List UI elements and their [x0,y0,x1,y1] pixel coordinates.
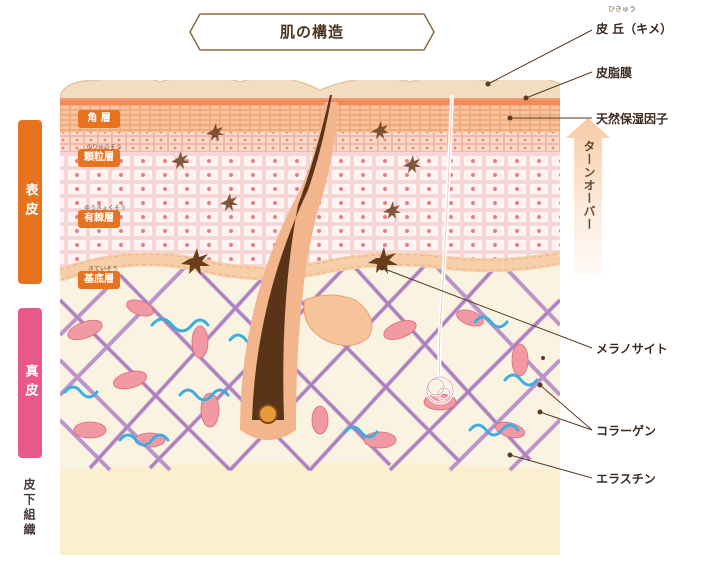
collagen-label: コラーゲン [596,424,657,438]
stratum-corneum-tag: 角 層 [78,110,120,128]
hihyo-ruby: ひきゅう [608,5,636,13]
stratum-basale-tag: 基底層 [78,271,120,289]
nmf-label: 天然保湿因子 [596,112,669,126]
leader-lines [381,29,593,479]
hair-shaft [252,95,332,420]
turnover-arrow [566,118,610,276]
elastin-label: エラスチン [596,472,656,486]
elastin-fibers [63,315,539,447]
melanocytes [171,121,421,275]
fibroblast-cells [67,299,529,449]
stratum-basale-ruby: きていそう [88,266,119,273]
hair-papilla [258,404,278,424]
hihyo-label: 皮 丘（キメ） [596,22,673,36]
turnover-label: ターンオーバー [582,140,596,231]
stratum-granulosum-ruby: かりゅうそう [86,144,123,151]
stratum-granulosum-tag: 顆粒層 [78,149,120,167]
title-frame [189,13,435,51]
sebaceous-gland [303,294,373,346]
dermis-layer [60,258,560,470]
stratum-corneum [60,104,560,132]
subcutaneous-label: 皮下組織 [22,478,36,538]
skin-surface [60,80,560,100]
skin-block [60,80,560,555]
dermis-tab: 真皮 [18,308,42,458]
stratum-spinosum-ruby: ゆうきょくそう [84,205,127,212]
stratum-spinosum-tag: 有棘層 [78,210,120,228]
page-title: 肌の構造 [279,23,344,41]
sebum-film-label: 皮脂膜 [596,66,633,80]
epidermis-tab: 表皮 [18,120,42,284]
melanocyte-label: メラノサイト [596,342,668,356]
